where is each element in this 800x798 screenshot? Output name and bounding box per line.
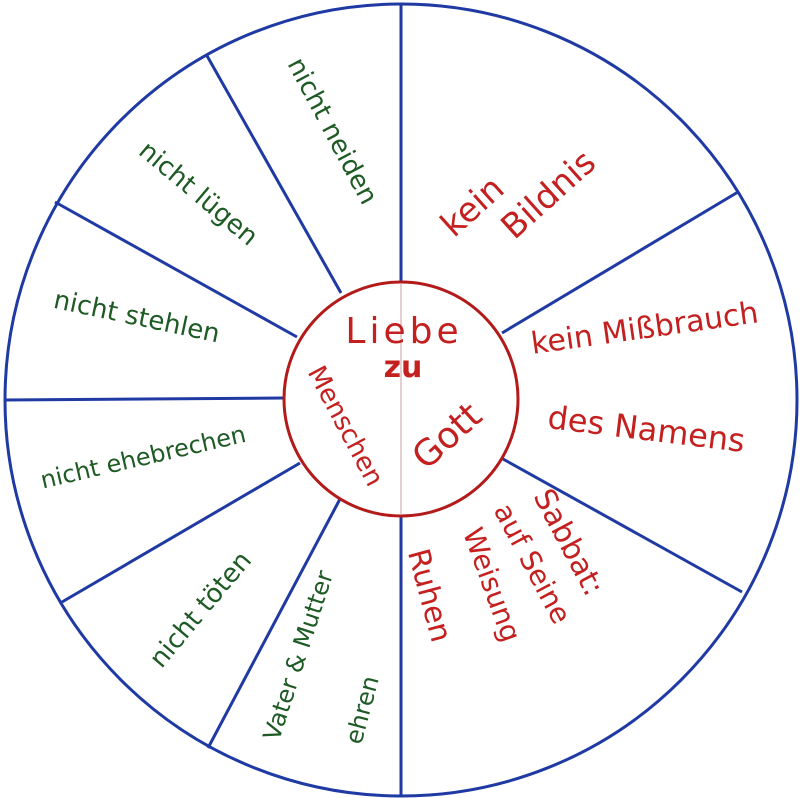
spoke-upper-right [501,190,739,335]
center-zu: zu [384,350,423,385]
segment-missbrauch-line1: kein Mißbrauch [529,295,761,362]
spoke-lower-right [502,457,743,594]
segment-eltern-line2: ehren [340,673,385,747]
center-gott: Gott [405,395,491,478]
segment-sabbat-line4: Ruhen [400,545,458,646]
segment-toeten: nicht töten [144,546,258,674]
segment-stehlen: nicht stehlen [51,285,222,349]
center-text: Liebe zu Menschen Gott [301,311,490,491]
spoke-lower-left-2 [61,461,301,604]
segment-eltern-line1: Vater & Mutter [258,567,339,744]
segment-ehebrechen: nicht ehebrechen [38,420,249,494]
spokes [4,4,743,796]
segment-bildnis-line1: kein [433,168,512,245]
spoke-left [4,396,284,402]
segment-bildnis-line2: Bildnis [493,142,603,247]
spoke-upper-left-2 [204,53,343,294]
center-circle [282,280,520,518]
spoke-lower-left-1 [206,498,342,749]
segment-luegen: nicht lügen [133,136,264,253]
center-liebe: Liebe [345,311,462,352]
center-menschen: Menschen [301,361,389,491]
segment-neiden: nicht neiden [281,53,383,210]
spoke-upper-left-1 [54,200,298,339]
segment-missbrauch-line2: des Namens [546,398,747,460]
